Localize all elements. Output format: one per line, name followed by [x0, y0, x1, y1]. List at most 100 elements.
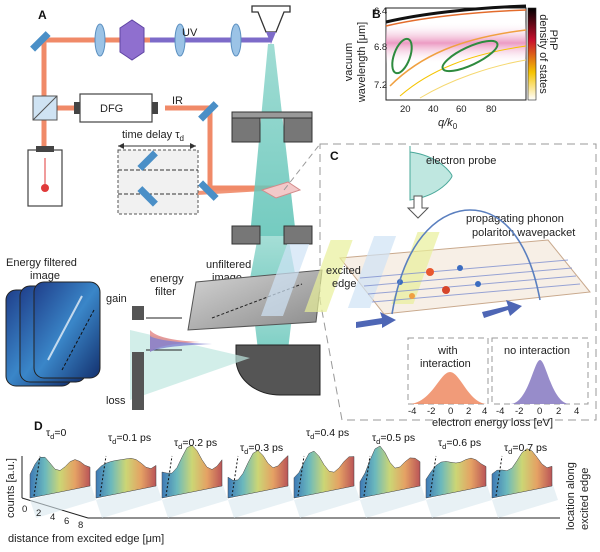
d-xtick-4: 6: [64, 516, 69, 527]
d-spectrum-panel-7: τd=0.7 ps: [491, 442, 558, 518]
d-surface-5: [359, 445, 421, 499]
d-surface-0: [29, 456, 91, 499]
d-ylabel: counts [a.u.]: [5, 458, 17, 518]
lens-1: [94, 23, 106, 57]
polariton-lattice: [260, 209, 591, 316]
d-delay-label-2: τd=0.2 ps: [174, 437, 217, 451]
no-interaction-label: no interaction: [504, 345, 570, 357]
with-interaction-label-2: interaction: [420, 358, 471, 370]
b-xlabel: q/k0: [438, 117, 458, 131]
crystal-icon: [119, 19, 145, 61]
c-xtick-3: 0: [448, 406, 453, 417]
d-surface-4: [293, 450, 355, 499]
c-xtick-7: -2: [515, 406, 523, 417]
b-xtick-3: 60: [456, 104, 467, 115]
mirror-1: [30, 31, 51, 52]
energy-filter-label-2: filter: [155, 286, 176, 298]
panel-b-label: B: [372, 7, 381, 21]
no-interaction-curve: [510, 360, 570, 404]
magnetic-lens-2: [231, 225, 313, 245]
down-arrow-icon: [406, 195, 430, 219]
energy-filtered-label-2: image: [30, 270, 60, 282]
with-interaction-curve: [410, 372, 486, 404]
b-xtick-1: 20: [400, 104, 411, 115]
b-ytick-3: 7.2: [374, 80, 387, 91]
d-spectrum-panel-0: τd=0: [29, 427, 96, 518]
energy-filtered-label-1: Energy filtered: [6, 257, 77, 269]
d-delay-label-5: τd=0.5 ps: [372, 432, 415, 446]
d-spectrum-panel-5: τd=0.5 ps: [359, 432, 426, 518]
d-xtick-5: 8: [78, 520, 83, 531]
d-side-label-1: location along: [565, 462, 577, 530]
right-arrow-icon: [482, 300, 522, 318]
dispersion-heatmap: [385, 4, 527, 101]
c-xtick-6: -4: [496, 406, 504, 417]
spectrum-gain: [150, 330, 200, 352]
d-delay-label-1: τd=0.1 ps: [108, 432, 151, 446]
c-xtick-1: -4: [408, 406, 416, 417]
colorbar-label-2: density of states: [537, 14, 549, 94]
panel-c-label: C: [330, 149, 339, 163]
filter-beam: [130, 330, 250, 400]
b-ylabel-1: vacuum: [343, 43, 355, 82]
c-xtick-10: 4: [574, 406, 579, 417]
magnetic-lens-1: [231, 111, 313, 143]
colorbar-label-1: PhP: [547, 30, 559, 51]
d-xlabel: distance from excited edge [μm]: [8, 533, 164, 545]
d-surface-1: [95, 458, 157, 499]
d-delay-label-7: τd=0.7 ps: [504, 442, 547, 456]
electron-probe-wave: [409, 146, 453, 201]
d-surface-2: [161, 444, 223, 499]
delay-stage: [117, 149, 199, 215]
b-ylabel-2: wavelength [μm]: [356, 22, 368, 103]
laser-spark-icon: [41, 184, 49, 192]
ir-label: IR: [172, 95, 183, 107]
colorbar: [527, 7, 537, 101]
c-xlabel: electron energy loss [eV]: [432, 417, 553, 429]
unfiltered-label-1: unfiltered: [206, 259, 251, 271]
c-xtick-8: 0: [537, 406, 542, 417]
dfg-label: DFG: [100, 103, 123, 115]
b-xtick-4: 80: [486, 104, 497, 115]
loss-label: loss: [106, 395, 126, 407]
panel-d-label: D: [34, 419, 43, 433]
d-spectrum-panel-3: τd=0.3 ps: [227, 442, 294, 518]
slit-bottom: [132, 352, 144, 410]
slit-top: [132, 306, 144, 320]
electron-gun-icon: [251, 5, 291, 33]
excited-edge-label-1: excited: [326, 265, 361, 277]
d-surface-3: [227, 450, 289, 499]
d-xticks: 0 2 4 6 8: [22, 504, 83, 531]
d-spectrum-panel-1: τd=0.1 ps: [95, 432, 162, 518]
c-xtick-9: 2: [556, 406, 561, 417]
c-xtick-5: 4: [482, 406, 487, 417]
energy-filtered-stack: [5, 281, 101, 387]
b-xtick-2: 40: [428, 104, 439, 115]
beam-ir: [165, 105, 280, 191]
d-delay-label-0: τd=0: [46, 427, 66, 441]
electron-probe-label: electron probe: [426, 155, 496, 167]
lens-3: [230, 23, 242, 57]
mirror-2: [198, 101, 219, 122]
detector-base: [235, 344, 321, 396]
lens-2: [174, 23, 186, 57]
d-xtick-3: 4: [50, 512, 55, 523]
delay-mirror-1: [137, 150, 158, 171]
d-delay-label-3: τd=0.3 ps: [240, 442, 283, 456]
uv-label: UV: [182, 27, 198, 39]
spectrum-loss: [150, 336, 212, 352]
d-side-label-2: excited edge: [579, 468, 591, 530]
d-surface-6: [425, 457, 487, 499]
d-xtick-1: 0: [22, 504, 27, 515]
time-delay-label: time delay τd: [122, 129, 184, 143]
c-xaxis-ticks: -4 -2 0 2 4 -4 -2 0 2 4: [408, 406, 579, 417]
energy-filter-label-1: energy: [150, 273, 184, 285]
mirror-3: [198, 180, 219, 201]
c-xtick-4: 2: [466, 406, 471, 417]
c-xtick-2: -2: [427, 406, 435, 417]
d-xtick-2: 2: [36, 508, 41, 519]
wavepacket-label-1: propagating phonon: [466, 213, 564, 225]
